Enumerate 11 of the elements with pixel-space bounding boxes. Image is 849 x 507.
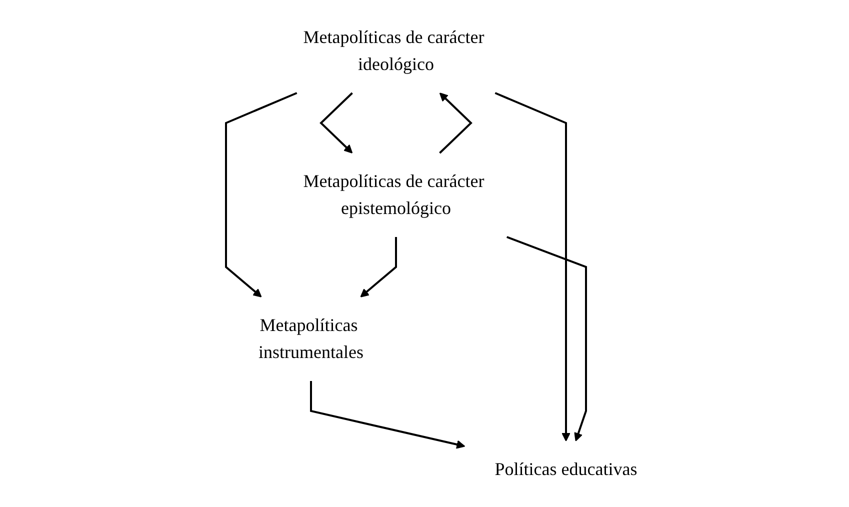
- arrow: [310, 381, 466, 449]
- arrow: [439, 92, 473, 154]
- arrow: [320, 92, 354, 154]
- arrow: [506, 236, 588, 442]
- node-text: Metapolíticas de carácter epistemológico: [304, 171, 485, 218]
- node-text: Metapolíticas de carácter ideológico: [304, 27, 485, 74]
- arrow: [225, 92, 298, 298]
- node-text: Políticas educativas: [495, 459, 638, 479]
- node-text: Metapolíticas instrumentales: [258, 315, 364, 362]
- arrow: [360, 237, 398, 298]
- arrow: [495, 92, 571, 442]
